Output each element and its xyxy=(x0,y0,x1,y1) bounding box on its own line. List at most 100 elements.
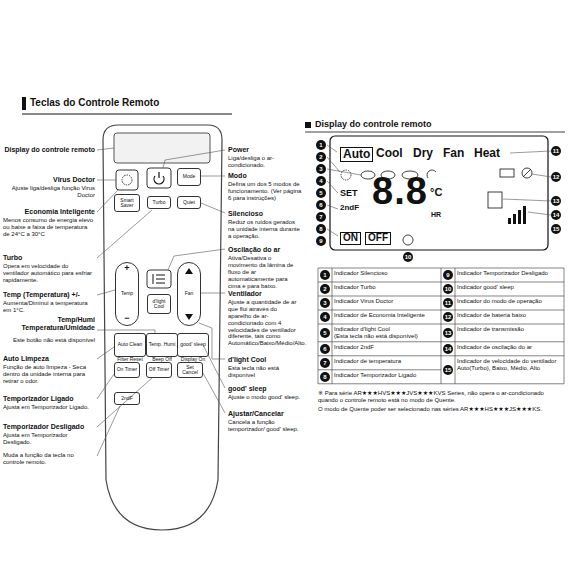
button-text: Off Timer xyxy=(149,367,169,373)
callout-number: 8 xyxy=(316,224,326,234)
table-number: 6 xyxy=(320,344,330,354)
table-rule xyxy=(318,282,441,283)
remote-button: Fan xyxy=(177,262,201,326)
button-text: Auto Clean xyxy=(118,342,143,348)
annotation-text: Ajuste o modo good' sleep. xyxy=(228,394,302,401)
table-rule xyxy=(441,324,564,325)
remote-button: Set Cancel xyxy=(177,362,203,378)
table-rule xyxy=(441,310,564,311)
table-number: 10 xyxy=(443,284,453,294)
table-number: 4 xyxy=(320,312,330,322)
table-cell: Indicador de Economia Inteligente xyxy=(334,312,439,319)
table-number: 8 xyxy=(320,372,330,382)
table-number: 5 xyxy=(320,328,330,338)
table-rule xyxy=(318,324,441,325)
annotation-heading: Temp/Humi Temperatura/Umidade xyxy=(3,316,95,332)
annotation-heading: Temporizador Desligado xyxy=(3,423,95,431)
footnote: ※ Para série AR★★★HVS★★★JVS★★★KVS Series… xyxy=(318,390,564,404)
lcd-text: Cool xyxy=(376,147,403,161)
annotation-text: Reduz os ruídos gerados na unidade inter… xyxy=(228,219,302,240)
table-rule xyxy=(318,341,441,342)
callout-number: 1 xyxy=(316,140,326,150)
table-cell: Indicador de velocidade do ventilador xyxy=(457,358,562,365)
annotation-heading: Virus Doctor xyxy=(3,176,95,184)
table-cell: Indicador Silencioso xyxy=(334,270,439,277)
annotation-heading: Temporizador Ligado xyxy=(3,395,95,403)
annotation-heading: Economia Inteligente xyxy=(3,208,95,216)
table-cell: Indicador de transmissão xyxy=(457,326,562,333)
table-rule xyxy=(332,268,333,384)
remote-button: Auto CleanFilter Reset xyxy=(114,333,146,357)
button-text: Set Cancel xyxy=(178,365,202,376)
section-title: Display do controle remoto xyxy=(315,119,535,129)
table-number: 2 xyxy=(320,284,330,294)
annotation-text: Defina um dos 5 modos de funcionamento. … xyxy=(228,181,302,202)
table-cell: Auto(Turbo), Baixo, Médio, Alto xyxy=(457,365,562,372)
button-text: Quiet xyxy=(183,200,195,206)
remote-button: good' sleepDisplay On xyxy=(177,333,209,357)
button-text: Mode xyxy=(183,174,196,180)
annotation-heading: Power xyxy=(228,146,302,154)
button-text: Fan xyxy=(185,291,194,297)
table-rule xyxy=(441,296,564,297)
callout-number: 15 xyxy=(551,224,561,234)
remote-button: d'light Cool xyxy=(147,294,171,314)
annotation-heading: Temp (Temperatura) +/- xyxy=(3,291,95,299)
annotation-text: Ajuste liga/desliga função Virus Doctor xyxy=(3,185,95,199)
table-number: 9 xyxy=(443,270,453,280)
button-text: + xyxy=(124,264,129,274)
table-cell: Indicador good' sleep xyxy=(457,284,562,291)
table-number: 7 xyxy=(320,358,330,368)
table-rule xyxy=(564,268,565,384)
table-rule xyxy=(318,296,441,297)
table-rule xyxy=(318,268,319,384)
table-cell: Indicador do modo de operação xyxy=(457,298,562,305)
annotation-text: Esta tecla não está disponível xyxy=(228,365,302,379)
annotation-heading: Ventilador xyxy=(228,290,302,298)
lcd-text: SET xyxy=(340,188,358,198)
table-number: 13 xyxy=(443,328,453,338)
table-rule xyxy=(441,341,564,342)
table-rule xyxy=(441,282,564,283)
table-number: 15 xyxy=(443,365,453,375)
footnote: O modo de Quente poder ser selecionado n… xyxy=(318,406,564,413)
table-cell: Indicador Temporizador Desligado xyxy=(457,270,562,277)
callout-number: 13 xyxy=(551,196,561,206)
annotation-text: Liga/desliga o ar-condicionado. xyxy=(228,155,302,169)
table-rule xyxy=(441,355,564,356)
lcd-text: Fan xyxy=(443,147,464,161)
button-text: − xyxy=(124,314,129,324)
annotation-text: Ajusta em Temporizador Desligado. xyxy=(3,432,95,446)
annotation-heading: d'light Cool xyxy=(228,356,302,364)
annotation-text: Ajusta em Temporizador Ligado. xyxy=(3,404,95,411)
annotation-text: Cancela a função temporizador/ good' sle… xyxy=(228,419,302,433)
table-rule xyxy=(318,369,441,370)
button-text: Turbo xyxy=(153,200,166,206)
callout-number: 9 xyxy=(316,236,326,246)
lcd-text: 8.8 xyxy=(372,172,428,210)
callout-number: 3 xyxy=(316,164,326,174)
table-number: 14 xyxy=(443,344,453,354)
table-cell: Indicador de bateria baixo xyxy=(457,312,562,319)
annotation-text: Muda a função da tecla no controle remot… xyxy=(3,452,95,466)
annotation-text: Aumenta/Diminui a temperatura em 1°C. xyxy=(3,300,95,314)
button-text: 2ndF xyxy=(121,396,132,402)
annotation-text: Ajuste a quantidade de ar que flui atrav… xyxy=(228,299,302,347)
remote-button: Quiet xyxy=(177,196,201,209)
annotation-heading: Oscilação do ar xyxy=(228,246,302,254)
table-number: 12 xyxy=(443,312,453,322)
annotation-text: Opera em velocidade do ventilador automá… xyxy=(3,263,95,284)
lcd-text: Auto xyxy=(340,147,373,162)
annotation-heading: Auto Limpeza xyxy=(3,355,95,363)
remote-button: Temp. HumiBeep Off xyxy=(146,333,178,357)
lcd-text: 2ndF xyxy=(340,203,359,212)
table-number: 3 xyxy=(320,298,330,308)
lcd-text: °C xyxy=(430,186,442,199)
lcd-text: Dry xyxy=(413,147,433,161)
lcd-text: OFF xyxy=(365,232,391,245)
callout-number: 11 xyxy=(551,146,561,156)
remote-button: Mode xyxy=(177,168,201,186)
button-text: Temp xyxy=(121,291,133,297)
annotation-heading: Ajustar/Cancelar xyxy=(228,410,302,418)
table-cell: Indicador d'light Cool xyxy=(334,326,439,333)
